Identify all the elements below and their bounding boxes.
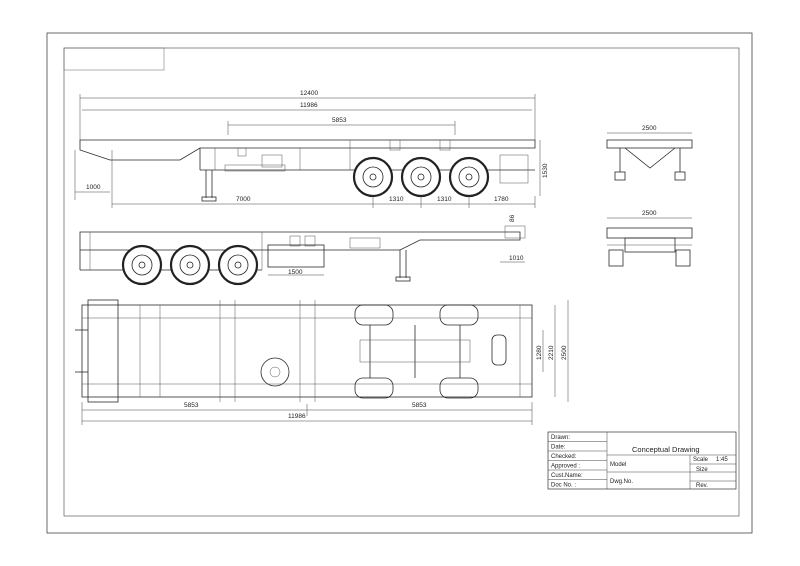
underside-view: 1500 1010 86 (79, 214, 526, 286)
tank (267, 244, 325, 268)
corner-stamp-box (63, 47, 165, 71)
tb-drawn: Drawn: (551, 435, 570, 441)
dim-axle-group-span: 5853 (332, 117, 347, 124)
wheel-icon (121, 244, 163, 286)
tb-date: Date: (551, 445, 566, 451)
tb-checked: Checked: (551, 454, 577, 460)
wheel-icon (169, 244, 211, 286)
tb-rev-label: Rev. (696, 483, 708, 489)
tb-title: Conceptual Drawing (632, 445, 700, 454)
tb-dwg-label: Dwg.No. (610, 479, 633, 485)
tb-size-label: Size (696, 467, 708, 473)
dim-landing-gear: 1010 (509, 255, 524, 262)
tb-scale-value: 1:45 (716, 457, 728, 463)
wheel-icon (217, 244, 259, 286)
dim-plan-rear-section: 5853 (412, 402, 427, 409)
wheel-icon (448, 156, 490, 198)
dim-axle-spacing-1: 1310 (389, 196, 404, 203)
plan-view: 5853 5853 11986 2500 2210 1280 (75, 299, 569, 425)
outer-border (46, 32, 753, 534)
end-view-top: 2500 (606, 125, 693, 181)
tb-scale-label: Scale (693, 457, 709, 463)
dim-tank-length: 1500 (288, 269, 303, 276)
dim-width-inner: 1280 (536, 345, 543, 360)
dim-frame-length: 11986 (300, 102, 318, 109)
dim-rear-detail: 86 (509, 214, 516, 222)
wheel-icon (400, 156, 442, 198)
wheel-icon (352, 156, 394, 198)
dim-front-height: 1000 (86, 184, 101, 191)
tb-approved: Approved : (551, 464, 580, 470)
tb-model-label: Model (610, 462, 626, 468)
dim-width-outer: 2500 (561, 345, 568, 360)
inner-border (63, 47, 740, 517)
dim-end-top-width: 2500 (642, 125, 657, 132)
dim-kingpin-to-axle: 7000 (236, 196, 251, 203)
dim-plan-total-length: 11986 (288, 413, 306, 420)
end-view-bottom: 2500 (606, 210, 693, 267)
tb-cust-name: Cust.Name: (551, 473, 583, 479)
dim-plan-front-section: 5853 (184, 402, 199, 409)
title-block: Drawn: Date: Checked: Approved : Cust.Na… (547, 431, 737, 490)
dim-rear-overhang: 1780 (494, 196, 509, 203)
tb-doc-no: Doc No. : (551, 483, 576, 489)
dim-axle-spacing-2: 1310 (437, 196, 452, 203)
side-view: 12400 11986 5853 1000 (74, 90, 549, 208)
dim-overall-length: 12400 (300, 90, 318, 97)
dim-end-bottom-width: 2500 (642, 210, 657, 217)
dim-width-mid: 2210 (548, 345, 555, 360)
dim-deck-height: 1530 (542, 163, 549, 178)
